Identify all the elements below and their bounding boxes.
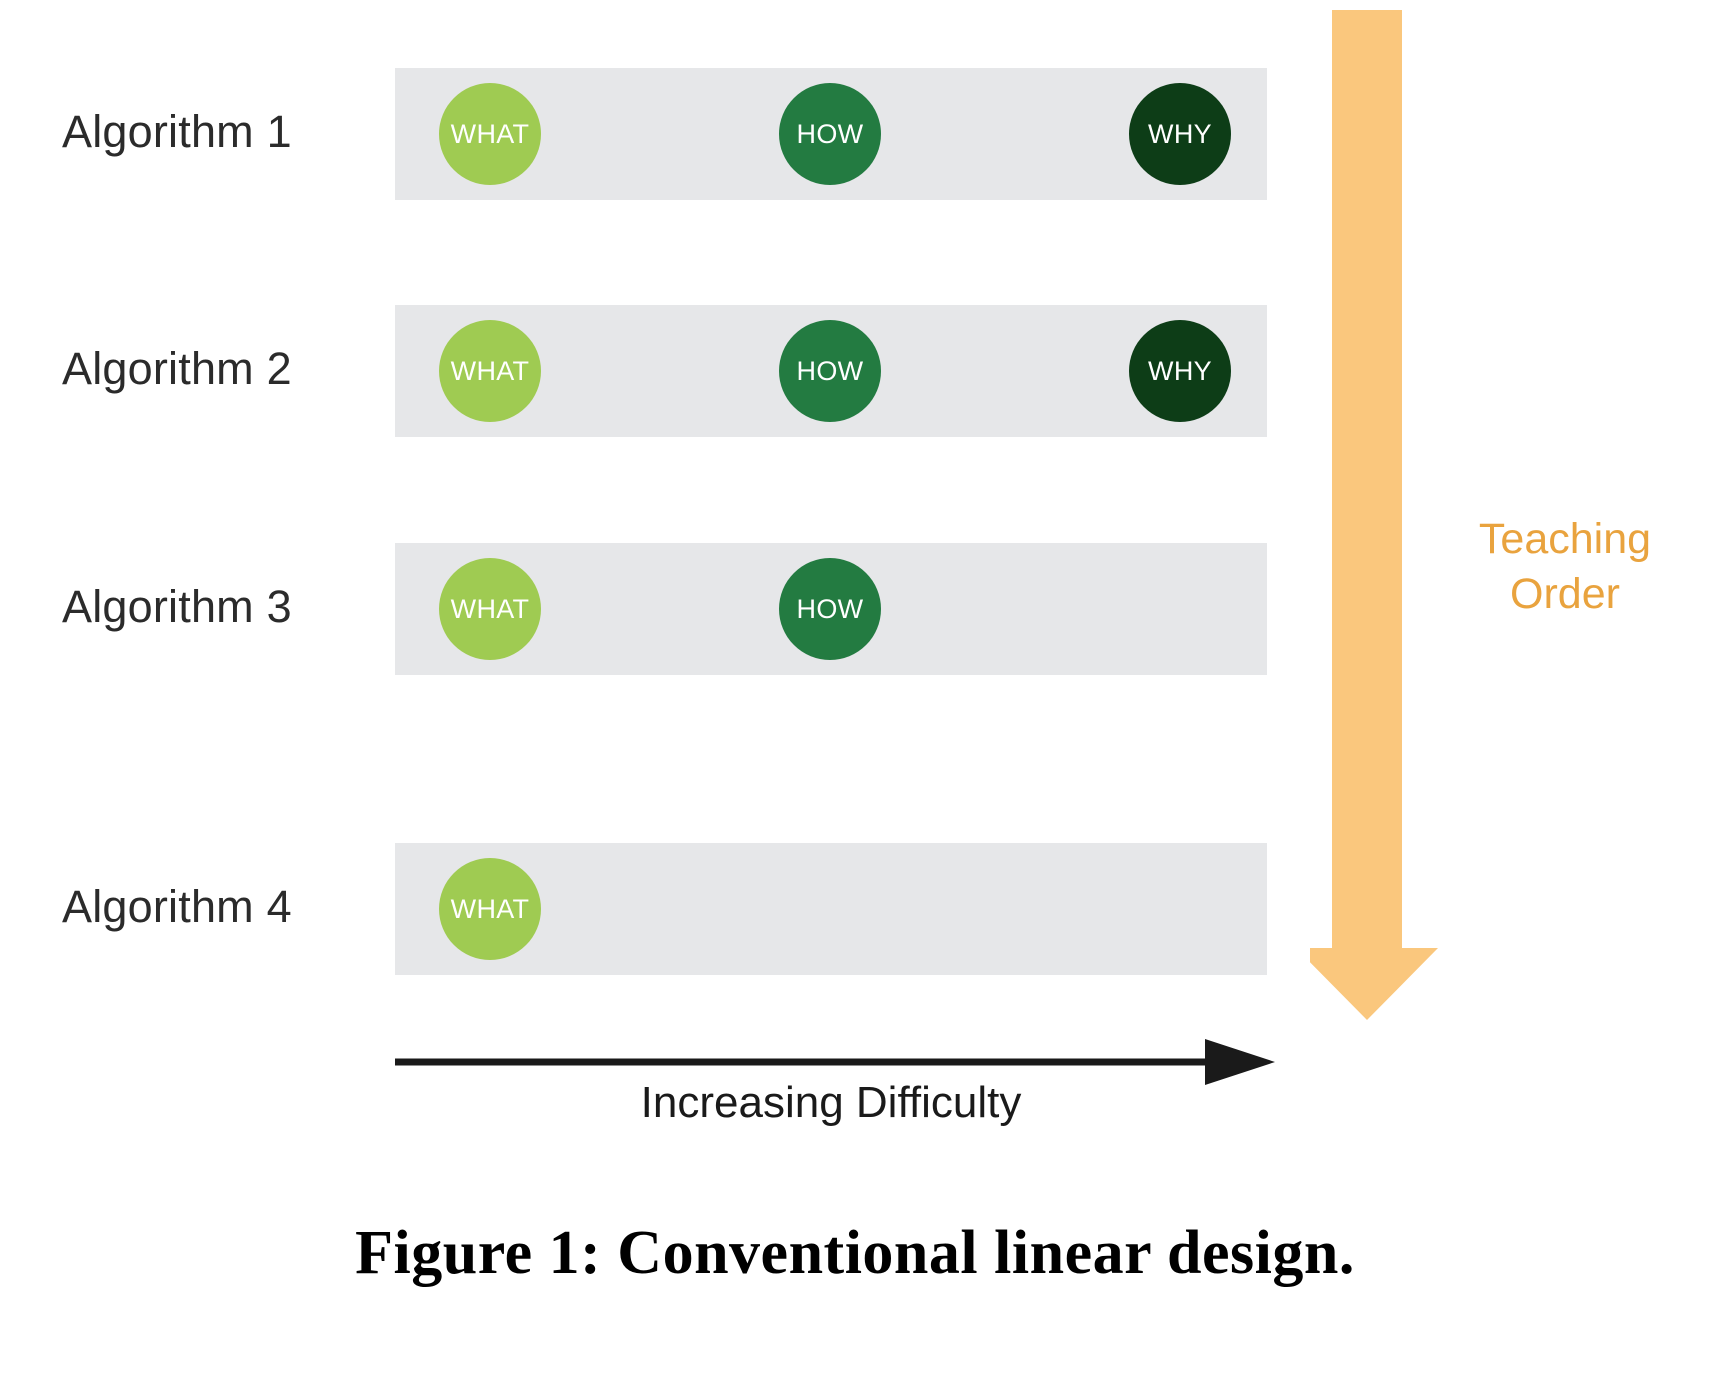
teaching-order-label: Teaching Order (1478, 515, 1652, 619)
increasing-difficulty-label: Increasing Difficulty (640, 1078, 1022, 1127)
concept-circle-how[interactable]: HOW (779, 558, 881, 660)
concept-circle-what[interactable]: WHAT (439, 858, 541, 960)
algorithm-row-label: Algorithm 1 (62, 106, 292, 157)
figure-caption: Figure 1: Conventional linear design. (355, 1219, 1355, 1287)
concept-circle-why[interactable]: WHY (1129, 83, 1231, 185)
increasing-difficulty-arrow-icon (395, 1039, 1275, 1085)
algorithm-row-label: Algorithm 3 (62, 581, 292, 632)
concept-circle-what[interactable]: WHAT (439, 83, 541, 185)
concept-circle-why[interactable]: WHY (1129, 320, 1231, 422)
concept-circle-what[interactable]: WHAT (439, 320, 541, 422)
algorithm-row-label: Algorithm 2 (62, 343, 292, 394)
algorithm-row-label: Algorithm 4 (62, 881, 292, 932)
concept-circle-how[interactable]: HOW (779, 320, 881, 422)
teaching-order-arrow-icon (1310, 10, 1438, 1020)
concept-circle-how[interactable]: HOW (779, 83, 881, 185)
concept-circle-what[interactable]: WHAT (439, 558, 541, 660)
